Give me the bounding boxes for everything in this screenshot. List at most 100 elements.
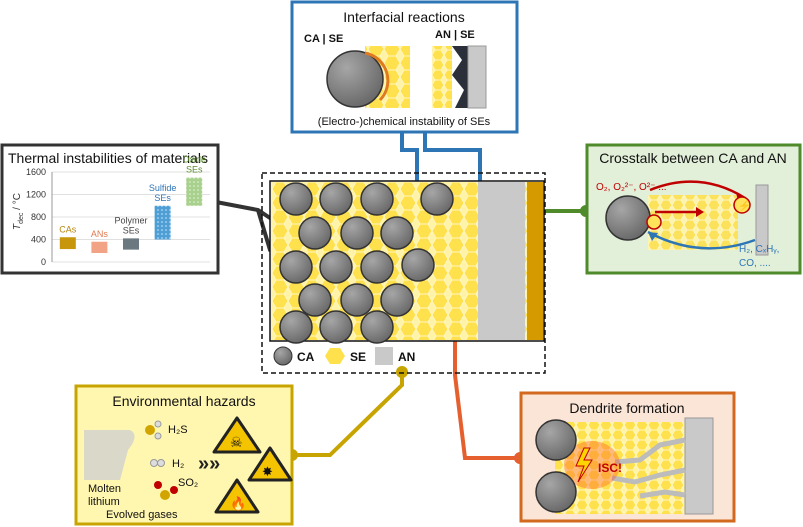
svg-text:🔥: 🔥 [230, 496, 246, 511]
crosstalk-panel: Crosstalk between CA and AN O₂, O₂²⁻, O²… [585, 143, 802, 275]
h2-molecule [150, 459, 158, 467]
y-tick-label: 0 [41, 257, 46, 267]
environmental-title: Environmental hazards [112, 393, 255, 409]
current-collector [527, 182, 543, 340]
reaction-icon-anode [733, 196, 751, 214]
cathode-particle [360, 182, 394, 216]
chevrons: »» [198, 453, 220, 475]
environmental-panel: Environmental hazards H₂S H₂ SO₂ Molten … [74, 384, 294, 526]
an-se-label: AN | SE [435, 29, 475, 41]
oxygen-species: O₂, O₂²⁻, O²⁻ ... [596, 182, 667, 193]
cathode-particle [380, 283, 414, 317]
so2-molecule [154, 481, 162, 489]
range-bar-cas [59, 237, 76, 250]
legend-se-icon [325, 348, 345, 364]
cathode-particles [279, 182, 454, 344]
gas-arrow [647, 230, 756, 250]
range-bar-sulfide-ses [154, 205, 171, 240]
so2-label: SO₂ [178, 477, 198, 489]
dendrites [611, 437, 686, 499]
bar-label: Oxide [182, 155, 206, 165]
crosstalk-se [648, 195, 738, 250]
molten-label-2: lithium [88, 496, 120, 508]
range-bar-polymer-ses [123, 238, 139, 250]
h2s-label: H₂S [168, 424, 188, 436]
isc-glow [564, 441, 620, 489]
cathode-particle [279, 182, 313, 216]
cathode-particle [360, 310, 394, 344]
bar-label: SEs [154, 193, 171, 203]
cathode-particle [279, 310, 313, 344]
cathode-particle [340, 216, 374, 250]
cathode-particle [401, 248, 435, 282]
anode-interphase [452, 46, 470, 108]
dendrite-title: Dendrite formation [569, 400, 684, 416]
svg-text:☠: ☠ [230, 434, 243, 450]
crosstalk-title: Crosstalk between CA and AN [599, 150, 787, 166]
cathode-particle [279, 250, 313, 284]
cathode-particle [319, 250, 353, 284]
anode-se-particles [432, 46, 452, 108]
interfacial-reactions-panel: Interfacial reactions CA | SE AN | SE (E… [290, 0, 519, 134]
crosstalk-anode [755, 184, 769, 256]
interfacial-title: Interfacial reactions [343, 9, 464, 25]
o2-arrow [649, 180, 746, 200]
svg-text:✸: ✸ [262, 464, 273, 479]
dendrite-se [555, 422, 685, 514]
bar-label: Polymer [114, 215, 147, 225]
cathode-particle [326, 50, 384, 108]
toxic-warning-icon: ☠ [212, 416, 262, 454]
legend-ca: CA [297, 350, 315, 364]
svg-text:⚡: ⚡ [738, 199, 750, 212]
interfacial-caption: (Electro-)chemical instability of SEs [318, 116, 491, 128]
cathode-interphase [364, 51, 390, 102]
cathode-particle [298, 283, 332, 317]
legend-an-icon [375, 347, 393, 365]
legend-ca-icon [273, 346, 293, 366]
bar-label: SEs [123, 225, 140, 235]
h2-label: H₂ [172, 458, 184, 470]
thermal-title: Thermal instabilities of materials [8, 150, 208, 166]
lightning-icon [575, 447, 593, 483]
bar-label: SEs [186, 165, 203, 175]
anode-layer [467, 45, 487, 109]
crosstalk-cathode [605, 195, 651, 241]
bar-label: ANs [91, 229, 109, 239]
cathode-particle [420, 182, 454, 216]
ca-se-label: CA | SE [304, 33, 343, 45]
h2s-molecule [145, 425, 155, 435]
range-bar-ans [91, 241, 108, 253]
y-tick-label: 1200 [26, 190, 46, 200]
flammable-warning-icon: 🔥 [214, 478, 260, 514]
explosive-warning-icon: ✸ [247, 446, 293, 482]
gases-line1: H₂, CₓHᵧ, [739, 244, 779, 255]
cathode-particle [319, 310, 353, 344]
gases-line2: CO, .... [739, 258, 771, 269]
cathode-particle [360, 250, 394, 284]
cathode-particle [380, 216, 414, 250]
thermal-panel: Thermal instabilities of materials Tdec … [0, 143, 220, 275]
y-tick-label: 400 [31, 235, 46, 245]
dendrite-cathode-2 [535, 471, 577, 513]
y-axis-label: Tdec / °C [12, 193, 25, 230]
cathode-particle [319, 182, 353, 216]
range-bar-oxide-ses [186, 177, 203, 206]
evolved-gases-label: Evolved gases [106, 509, 178, 521]
anode-region [478, 182, 525, 340]
molten-label-1: Molten [88, 483, 121, 495]
dendrite-anode [684, 417, 714, 515]
cathode-particle [340, 283, 374, 317]
bar-label: CAs [59, 224, 77, 234]
legend-an: AN [398, 350, 415, 364]
reaction-icon-cathode [646, 214, 662, 230]
y-tick-label: 800 [31, 212, 46, 222]
dendrite-panel: Dendrite formation ISC! [519, 391, 736, 523]
dendrite-cathode-1 [535, 419, 577, 461]
cell-schematic: CA SE AN [261, 172, 546, 374]
y-tick-label: 1600 [26, 167, 46, 177]
molten-lithium-shape [84, 430, 135, 480]
isc-label: ISC! [598, 461, 622, 475]
legend-se: SE [350, 350, 366, 364]
